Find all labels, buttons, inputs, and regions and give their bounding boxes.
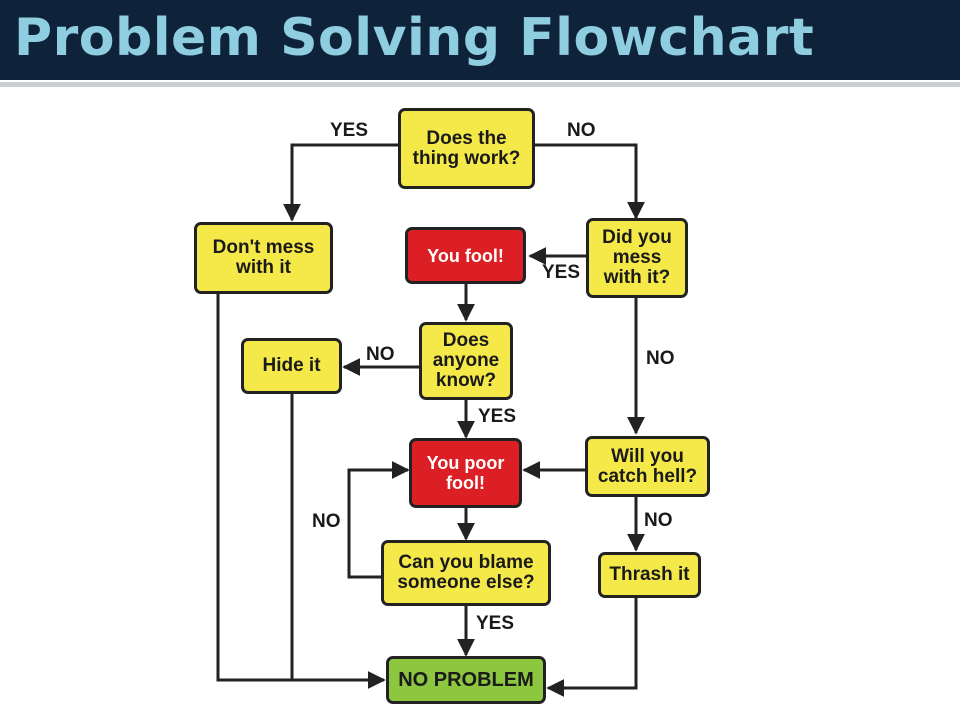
label-works-yes: YES xyxy=(330,120,369,141)
edge-thrash-ok xyxy=(546,598,638,697)
node-thrash-it: Thrash it xyxy=(598,552,701,598)
label-works-no: NO xyxy=(567,120,596,141)
node-hide-it: Hide it xyxy=(241,338,342,394)
edge-blame-no xyxy=(347,461,410,579)
node-you-fool: You fool! xyxy=(405,227,526,284)
label-mess-no: NO xyxy=(646,348,675,369)
label-blame-yes: YES xyxy=(476,613,515,634)
edge-dontmess-ok xyxy=(216,294,386,689)
title-bar xyxy=(0,0,960,80)
edge-works-yes xyxy=(283,143,398,222)
node-you-poor-fool: You poor fool! xyxy=(409,438,522,508)
label-know-no: NO xyxy=(366,344,395,365)
node-does-thing-work: Does the thing work? xyxy=(398,108,535,189)
label-hell-no: NO xyxy=(644,510,673,531)
title-divider xyxy=(0,82,960,87)
node-no-problem: NO PROBLEM xyxy=(386,656,546,704)
edge-works-no xyxy=(535,143,645,220)
node-did-you-mess: Did you mess with it? xyxy=(586,218,688,298)
node-can-you-blame: Can you blame someone else? xyxy=(381,540,551,606)
node-will-you-catch-hell: Will you catch hell? xyxy=(585,436,710,497)
slide-title: Problem Solving Flowchart xyxy=(14,8,815,68)
label-know-yes: YES xyxy=(478,406,517,427)
node-dont-mess: Don't mess with it xyxy=(194,222,333,294)
label-blame-no: NO xyxy=(312,511,341,532)
node-does-anyone-know: Does anyone know? xyxy=(419,322,513,400)
label-mess-yes: YES xyxy=(542,262,581,283)
